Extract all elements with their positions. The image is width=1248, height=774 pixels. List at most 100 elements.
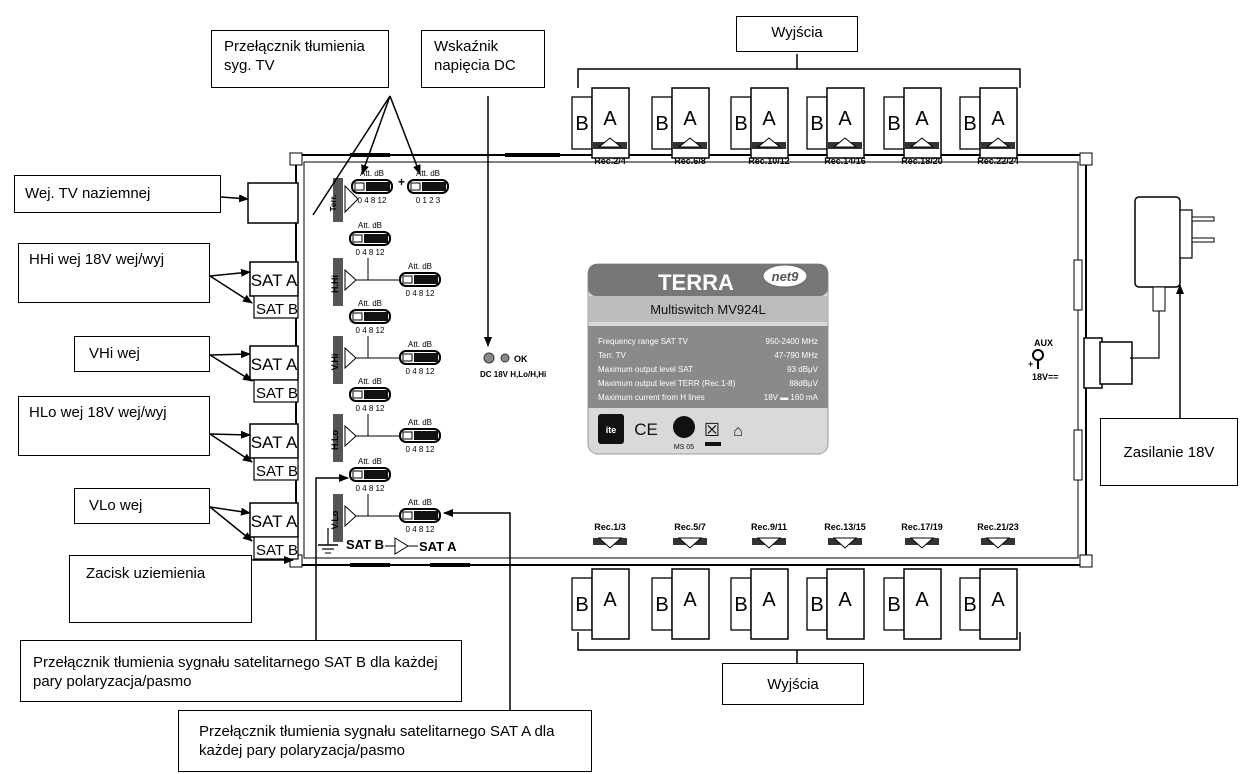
sat-a-attenuator[interactable]: Att. dB0 4 8 12 bbox=[399, 418, 441, 454]
spec-label: Frequency range SAT TV bbox=[598, 337, 688, 346]
sat-b-label: SAT B bbox=[346, 537, 384, 552]
spec-value: 950-2400 MHz bbox=[766, 337, 818, 346]
conn-b-label: B bbox=[734, 113, 747, 135]
conn-b-label: B bbox=[887, 594, 900, 616]
b-mark-icon bbox=[673, 416, 695, 438]
rec-output-label: Rec.21/23 bbox=[977, 522, 1019, 532]
band-vhi-block: V.Hi bbox=[330, 336, 400, 384]
att-scale: 0 4 8 12 bbox=[356, 248, 385, 257]
sat-a-attenuator[interactable]: Att. dB0 4 8 12 bbox=[399, 262, 441, 298]
sat-a-input-label: SAT A bbox=[251, 271, 298, 290]
band-vlo-block: V.Lo bbox=[330, 494, 400, 542]
aux-connector: AUX + 18V== bbox=[1028, 337, 1133, 389]
svg-text:ite: ite bbox=[606, 425, 617, 435]
terr-band: Terr. bbox=[329, 178, 359, 222]
att-label: Att. dB bbox=[408, 498, 432, 507]
sat-b-attenuator[interactable]: Att. dB0 4 8 12 bbox=[349, 457, 391, 493]
band-label: V.Hi bbox=[330, 354, 340, 371]
dc-label: DC 18V H,Lo/H,Hi bbox=[480, 370, 546, 379]
sat-a-label: SAT A bbox=[419, 539, 457, 554]
callout-dc-indicator: Wskaźnik napięcia DC bbox=[421, 30, 545, 88]
spec-value: 47-790 MHz bbox=[774, 351, 818, 360]
att-scale: 0 4 8 12 bbox=[356, 484, 385, 493]
rec-output-label: Rec.18/20 bbox=[901, 156, 943, 166]
att-label: Att. dB bbox=[358, 221, 382, 230]
callout-vlo-input: VLo wej bbox=[74, 488, 210, 524]
sat-b-input-label: SAT B bbox=[256, 542, 298, 559]
label-plate: TERRA net9 Multiswitch MV924L Frequency … bbox=[587, 263, 829, 455]
band-hhi-block: H.Hi bbox=[330, 258, 400, 306]
ground-symbol-icon: SAT B SAT A bbox=[318, 528, 457, 555]
callout-outputs-bottom: Wyjścia bbox=[722, 663, 864, 705]
rec-output-label: Rec.22/24 bbox=[977, 156, 1019, 166]
callout-lines bbox=[209, 54, 1184, 710]
power-adapter-icon bbox=[1130, 196, 1215, 359]
conn-b-label: B bbox=[655, 594, 668, 616]
callout-sat-a-attenuator: Przełącznik tłumienia sygnału satelitarn… bbox=[178, 710, 592, 772]
sat-a-input-label: SAT A bbox=[251, 433, 298, 452]
spec-label: Terr. TV bbox=[598, 351, 627, 360]
sat-a-input-label: SAT A bbox=[251, 355, 298, 374]
aux-voltage: 18V== bbox=[1032, 372, 1059, 382]
callout-terr-input: Wej. TV naziemnej bbox=[14, 175, 221, 213]
ce-mark: CE bbox=[634, 420, 658, 439]
conn-b-label: B bbox=[963, 594, 976, 616]
sat-a-attenuator[interactable]: Att. dB 0 4 8 12 bbox=[399, 498, 441, 534]
conn-b-label: B bbox=[810, 594, 823, 616]
conn-b-label: B bbox=[575, 594, 588, 616]
sat-a-attenuator[interactable]: Att. dB0 4 8 12 bbox=[399, 340, 441, 376]
conn-b-label: B bbox=[810, 113, 823, 135]
conn-b-label: B bbox=[887, 113, 900, 135]
conn-b-label: B bbox=[655, 113, 668, 135]
conn-a-label: A bbox=[838, 108, 852, 130]
sat-b-attenuator[interactable]: Att. dB0 4 8 12 bbox=[349, 299, 391, 335]
callout-sat-b-attenuator: Przełącznik tłumienia sygnału satelitarn… bbox=[20, 640, 462, 702]
rec-output-label: Rec.14/16 bbox=[824, 156, 866, 166]
rec-output-label: Rec.5/7 bbox=[674, 522, 706, 532]
att-label: Att. dB bbox=[408, 418, 432, 427]
callout-hlo-input: HLo wej 18V wej/wyj bbox=[18, 396, 210, 456]
sat-b-attenuator[interactable]: Att. dB 0 4 8 12 bbox=[349, 221, 391, 257]
att-scale: 0 4 8 12 bbox=[406, 367, 435, 376]
att-scale: 0 1 2 3 bbox=[416, 196, 441, 205]
brand-badge: net9 bbox=[772, 269, 800, 284]
sat-b-input-label: SAT B bbox=[256, 301, 298, 318]
sat-b-attenuator[interactable]: Att. dB0 4 8 12 bbox=[349, 377, 391, 413]
terr-label: Terr. bbox=[329, 195, 338, 212]
att-scale: 0 4 8 12 bbox=[406, 525, 435, 534]
callout-ground: Zacisk uziemienia bbox=[69, 555, 252, 623]
terr-attenuator-tv[interactable]: Att. dB 0 1 2 3 bbox=[407, 169, 449, 205]
callout-outputs-top: Wyjścia bbox=[736, 16, 858, 52]
att-label: Att. dB bbox=[408, 262, 432, 271]
conn-a-label: A bbox=[603, 589, 617, 611]
att-label: Att. dB bbox=[416, 169, 440, 178]
conn-b-label: B bbox=[575, 113, 588, 135]
terr-attenuator-sat[interactable]: Att. dB0 4 8 12 bbox=[351, 169, 393, 205]
conn-b-label: B bbox=[963, 113, 976, 135]
ok-label: OK bbox=[514, 354, 528, 364]
conn-a-label: A bbox=[683, 589, 697, 611]
ms-label: MS 05 bbox=[674, 444, 694, 451]
band-label: H.Lo bbox=[330, 430, 340, 450]
weee-bin-icon: ☒ bbox=[704, 420, 720, 440]
conn-a-label: A bbox=[683, 108, 697, 130]
model-text: Multiswitch MV924L bbox=[650, 302, 766, 317]
svg-text:+: + bbox=[398, 175, 405, 189]
terr-connector bbox=[247, 182, 299, 224]
rec-output-label: Rec.17/19 bbox=[901, 522, 943, 532]
conn-a-label: A bbox=[915, 108, 929, 130]
conn-a-label: A bbox=[762, 589, 776, 611]
band-label: V.Lo bbox=[330, 510, 340, 529]
sat-input-connector: SAT A SAT B bbox=[249, 261, 299, 319]
callout-tv-attenuator: Przełącznik tłumienia syg. TV bbox=[211, 30, 389, 88]
spec-label: Maximum output level SAT bbox=[598, 365, 693, 374]
